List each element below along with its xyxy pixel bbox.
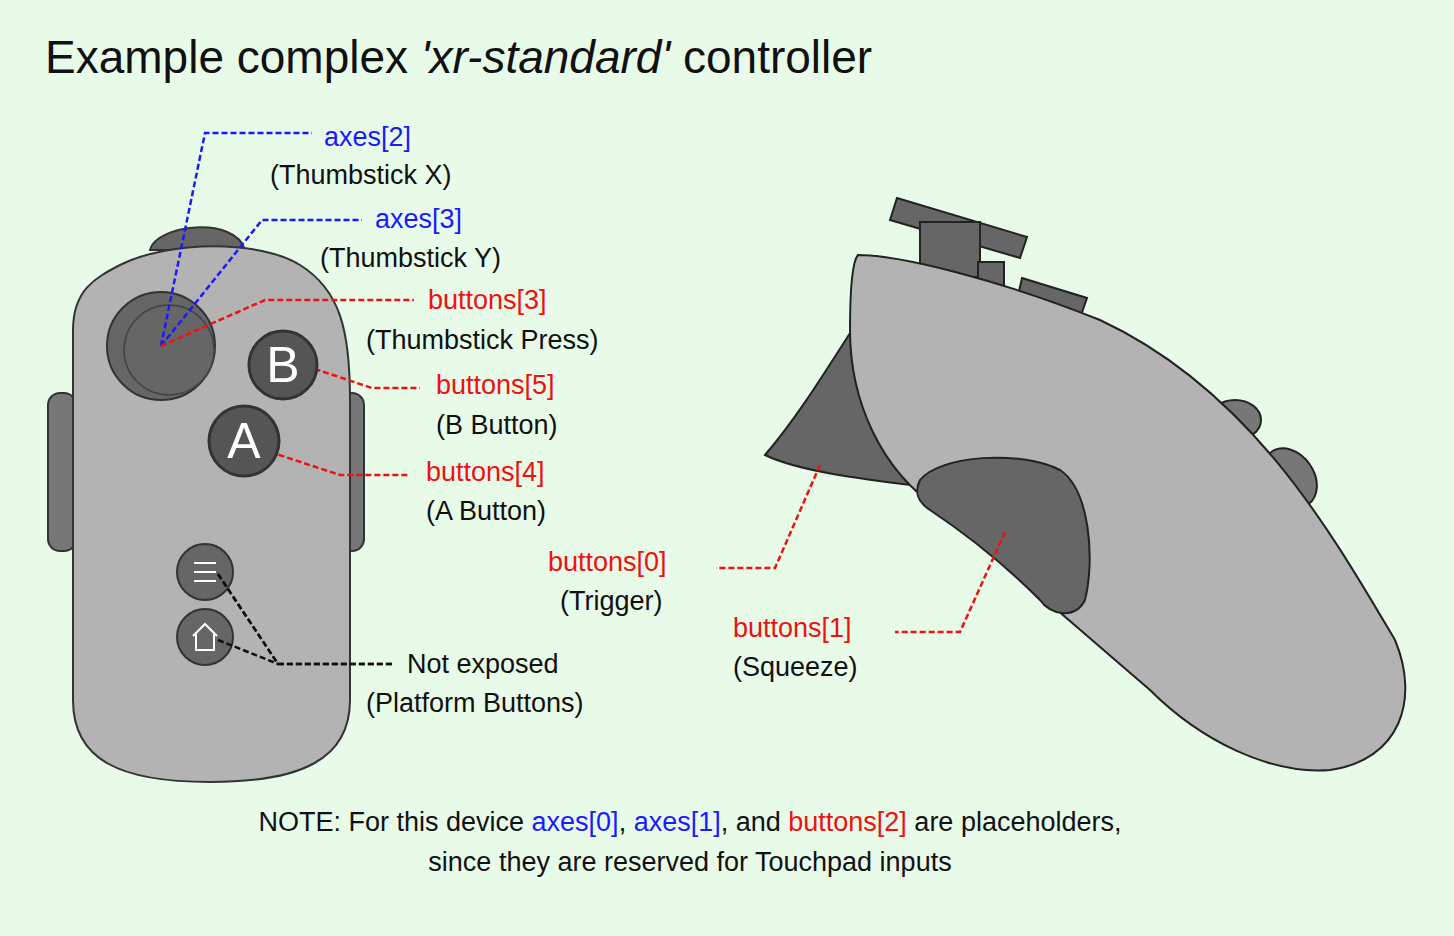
side-grip — [48, 393, 76, 551]
callout-label: axes[2] — [324, 121, 411, 153]
callout-label: (Trigger) — [560, 585, 663, 617]
text-run: Not exposed — [407, 649, 559, 679]
text-run: buttons[0] — [548, 547, 667, 577]
leader-lines — [161, 133, 1005, 664]
callout-label: Not exposed — [407, 648, 559, 680]
leader-line — [161, 220, 362, 346]
controller-body — [73, 246, 350, 782]
text-run: axes[0] — [532, 807, 619, 837]
note-text: NOTE: For this device axes[0], axes[1], … — [240, 802, 1140, 882]
callout-label: (Thumbstick Y) — [320, 242, 501, 274]
text-run: buttons[5] — [436, 370, 555, 400]
button-circle: A — [207, 404, 281, 478]
callout-label: (Thumbstick X) — [270, 159, 452, 191]
text-run: Example complex — [45, 31, 421, 83]
callout-label: axes[3] — [375, 203, 462, 235]
menu-icon — [194, 563, 216, 581]
callout-label: buttons[5] — [436, 369, 555, 401]
text-run: (Thumbstick Press) — [366, 325, 599, 355]
text-run: (Squeeze) — [733, 652, 858, 682]
leader-line — [218, 574, 392, 664]
text-run: buttons[1] — [733, 613, 852, 643]
text-run: axes[2] — [324, 122, 411, 152]
text-run: , — [619, 807, 634, 837]
text-run: axes[3] — [375, 204, 462, 234]
side-controller — [765, 198, 1405, 770]
title: Example complex 'xr-standard' controller — [45, 30, 872, 84]
text-run: buttons[2] — [788, 807, 907, 837]
callout-label: buttons[0] — [548, 546, 667, 578]
menu-button — [177, 544, 233, 600]
callout-label: (Squeeze) — [733, 651, 858, 683]
callout-label: buttons[3] — [428, 284, 547, 316]
text-run: 'xr-standard' — [421, 31, 670, 83]
home-icon — [193, 624, 217, 650]
callout-label: (Platform Buttons) — [366, 687, 584, 719]
button-circle: B — [247, 329, 319, 401]
button-letter: A — [207, 404, 281, 478]
callout-label: buttons[1] — [733, 612, 852, 644]
text-run: (Thumbstick Y) — [320, 243, 501, 273]
text-run: NOTE: For this device — [258, 807, 531, 837]
callout-label: buttons[4] — [426, 456, 545, 488]
text-run: controller — [670, 31, 872, 83]
text-run: (B Button) — [436, 410, 558, 440]
front-controller — [48, 227, 364, 782]
thumbstick-cap — [124, 305, 214, 395]
text-run: (Platform Buttons) — [366, 688, 584, 718]
text-run: buttons[3] — [428, 285, 547, 315]
home-button — [177, 609, 233, 665]
leader-line — [306, 366, 420, 388]
text-run: , and — [721, 807, 789, 837]
button-letter: B — [247, 329, 319, 401]
leader-line — [895, 532, 1005, 632]
text-run: buttons[4] — [426, 457, 545, 487]
leader-line — [270, 452, 410, 475]
callout-label: (A Button) — [426, 495, 546, 527]
callout-label: (B Button) — [436, 409, 558, 441]
callout-label: (Thumbstick Press) — [366, 324, 599, 356]
leader-line — [716, 465, 820, 568]
text-run: axes[1] — [634, 807, 721, 837]
text-run: (Trigger) — [560, 586, 663, 616]
controller-body — [850, 255, 1405, 770]
text-run: (A Button) — [426, 496, 546, 526]
text-run: (Thumbstick X) — [270, 160, 452, 190]
leader-line — [218, 574, 392, 664]
